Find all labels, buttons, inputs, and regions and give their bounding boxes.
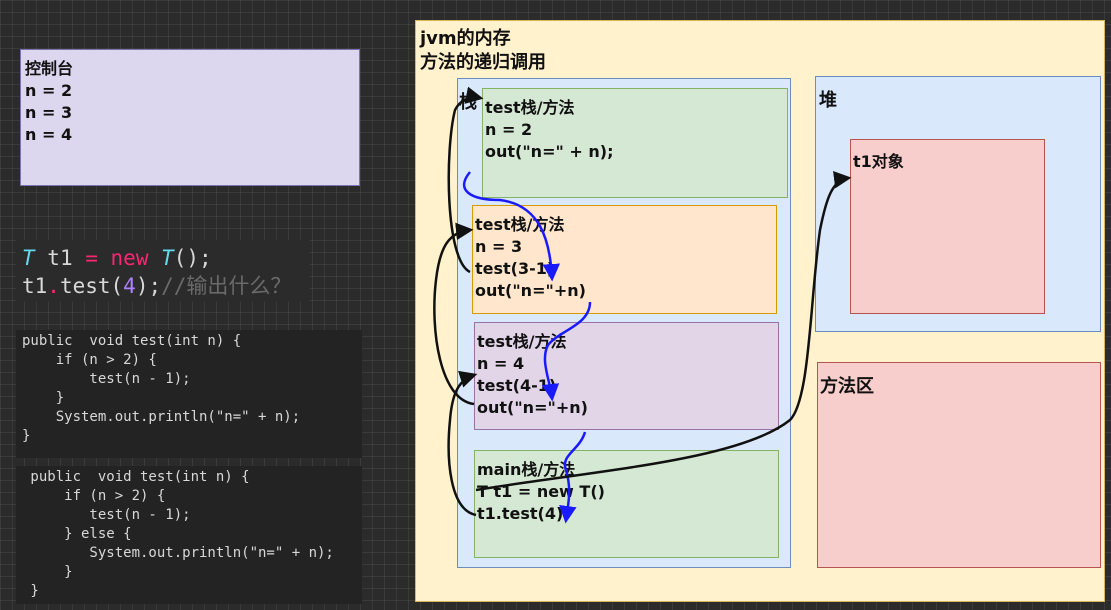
return-arrow — [447, 86, 484, 274]
method-area — [817, 362, 1101, 568]
code-line: test(n - 1); — [22, 371, 191, 387]
comment-token: //输出什么？ — [161, 274, 292, 298]
frame-line: test(3-1) — [475, 259, 555, 278]
frame-line: t1.test(4) — [477, 504, 564, 523]
frame-line: out("n="+n) — [475, 281, 586, 300]
call-token: test( — [59, 274, 124, 298]
frame-line: n = 3 — [475, 237, 523, 256]
call-arrow — [541, 301, 592, 402]
new-keyword: new — [97, 246, 162, 270]
frame-line: test栈/方法 — [485, 98, 575, 117]
reference-arrow — [475, 171, 852, 492]
code-line: public void test(int n) { — [22, 469, 250, 485]
code-line: } — [22, 390, 65, 406]
ctor-token: T — [161, 246, 174, 270]
code-line: public void test(int n) { — [22, 333, 242, 349]
code-line: test(n - 1); — [22, 507, 191, 523]
jvm-subtitle: 方法的递归调用 — [420, 52, 546, 73]
t1-object-label: t1对象 — [853, 152, 904, 171]
frame-line: main栈/方法 — [477, 460, 576, 479]
console-line: n = 3 — [25, 103, 73, 122]
arg-token: 4 — [123, 274, 136, 298]
code-line: } else { — [22, 526, 132, 542]
type-token: T — [22, 246, 35, 270]
jvm-title-block: jvm的内存 方法的递归调用 — [420, 27, 546, 75]
method-area-label: 方法区 — [820, 376, 874, 397]
code-line: if (n > 2) { — [22, 352, 157, 368]
jvm-title: jvm的内存 — [420, 28, 511, 49]
code-line: System.out.println("n=" + n); — [22, 545, 334, 561]
frame-line: out("n="+n) — [477, 398, 588, 417]
heap-label: 堆 — [819, 90, 837, 111]
end-token: ); — [135, 274, 162, 298]
call-arrow — [559, 431, 587, 524]
frame-line: test栈/方法 — [477, 332, 567, 351]
return-arrow — [447, 370, 478, 517]
method-code-2: public void test(int n) { if (n > 2) { t… — [16, 466, 362, 604]
return-arrow — [433, 222, 475, 406]
code-line: if (n > 2) { — [22, 488, 166, 504]
console-line: n = 4 — [25, 125, 73, 144]
console-line: n = 2 — [25, 81, 73, 100]
frame-line: n = 4 — [477, 354, 525, 373]
snippet-line-2: t1.test(4);//输出什么？ — [22, 272, 304, 300]
code-line: } — [22, 428, 31, 444]
console-panel: 控制台 n = 2 n = 3 n = 4 — [20, 49, 360, 186]
call-snippet: T t1 = new T();t1.test(4);//输出什么？ — [16, 240, 310, 302]
snippet-line-1: T t1 = new T(); — [22, 244, 304, 272]
frame-line: test(4-1) — [477, 376, 557, 395]
t1-object-box: t1对象 — [850, 139, 1045, 314]
var-token: t1 — [34, 246, 86, 270]
op-token: = — [85, 246, 98, 270]
stack-frame-n2: test栈/方法 n = 2 out("n=" + n); — [482, 88, 788, 198]
frame-line: T t1 = new T() — [477, 482, 605, 501]
code-line: System.out.println("n=" + n); — [22, 409, 301, 425]
stack-frame-n4: test栈/方法 n = 4 test(4-1) out("n="+n) — [474, 322, 779, 430]
frame-line: out("n=" + n); — [485, 142, 614, 161]
code-line: } — [22, 564, 73, 580]
dot-token: . — [47, 274, 60, 298]
call-arrow — [463, 171, 560, 282]
console-title: 控制台 — [25, 59, 74, 78]
frame-line: n = 2 — [485, 120, 533, 139]
paren-token: (); — [173, 246, 212, 270]
method-code-1: public void test(int n) { if (n > 2) { t… — [16, 330, 362, 458]
obj-token: t1 — [22, 274, 48, 298]
code-line: } — [22, 583, 39, 599]
